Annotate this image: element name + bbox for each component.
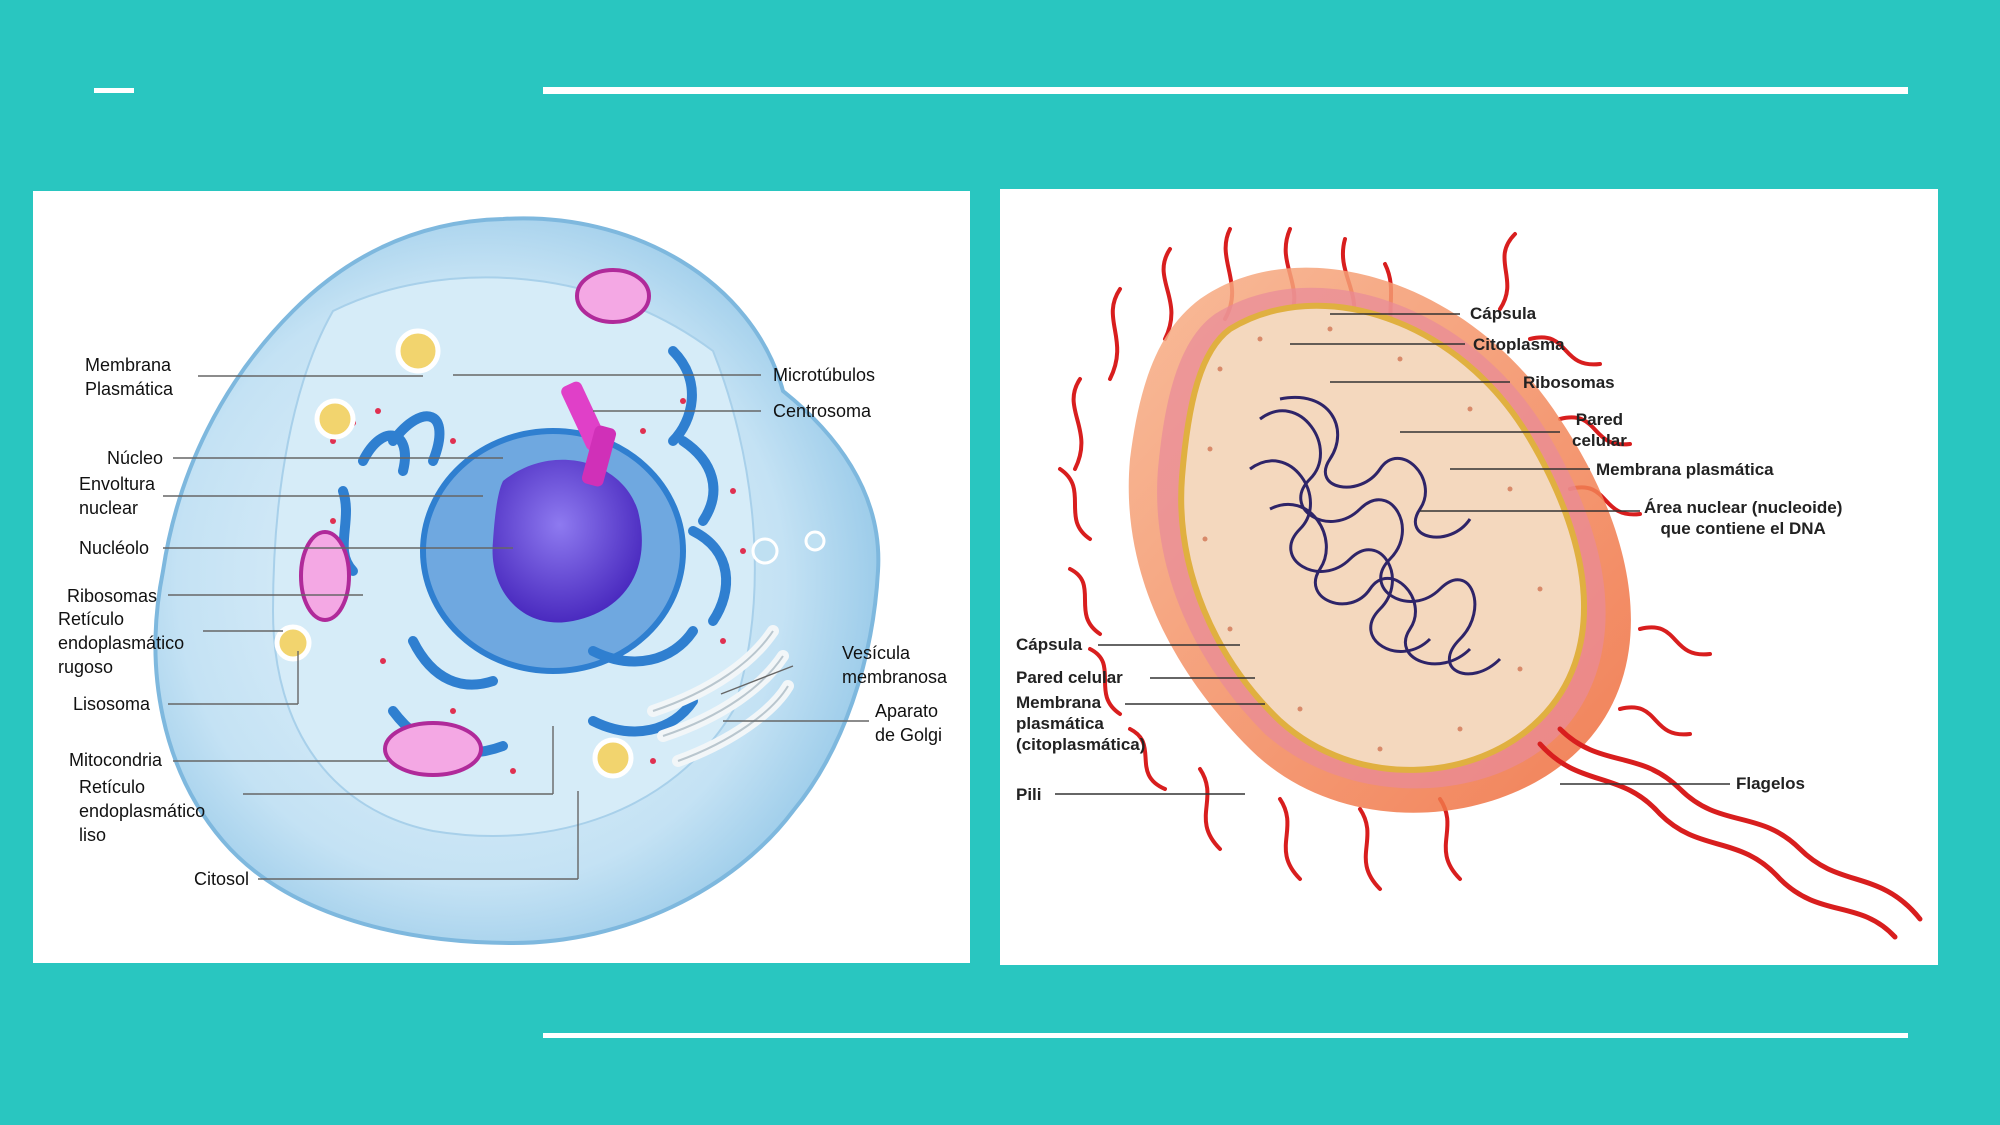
label-membrana-plasmatica: Membrana Plasmática bbox=[85, 355, 174, 399]
label-capsula-top: Cápsula bbox=[1470, 304, 1537, 323]
flagella bbox=[1537, 726, 1923, 940]
title-accent-dash bbox=[94, 88, 134, 93]
centrosome-second bbox=[581, 425, 617, 487]
label-membrana-plasmatica-bact: Membrana plasmática bbox=[1596, 460, 1774, 479]
mitochondrion-top bbox=[575, 268, 651, 324]
nucleoid-dna bbox=[1249, 396, 1502, 676]
label-flagelos: Flagelos bbox=[1736, 774, 1805, 793]
label-pared-celular-left: Pared celular bbox=[1016, 668, 1123, 687]
label-vesicula-membranosa: Vesícula membranosa bbox=[842, 643, 948, 687]
label-citosol: Citosol bbox=[194, 869, 250, 889]
lysosome-2 bbox=[314, 398, 356, 440]
eukaryotic-cell-illustration bbox=[153, 216, 881, 946]
label-nucleo: Núcleo bbox=[107, 448, 164, 468]
vesicle-2 bbox=[804, 530, 826, 552]
mitochondrion-bottom bbox=[383, 721, 483, 777]
lysosome-4 bbox=[592, 737, 634, 779]
leader-lines bbox=[163, 374, 869, 880]
top-divider-line bbox=[543, 87, 1908, 94]
label-reticulo-liso: Retículo endoplasmático liso bbox=[79, 777, 206, 845]
label-ribosomas: Ribosomas bbox=[67, 586, 158, 606]
label-microtubulos: Microtúbulos bbox=[773, 365, 876, 385]
nucleus bbox=[492, 459, 642, 623]
bottom-divider-line bbox=[543, 1033, 1908, 1038]
label-ribosomas-bact: Ribosomas bbox=[1523, 373, 1615, 392]
prokaryote-leader-lines bbox=[1055, 313, 1730, 795]
mitochondrion-left bbox=[299, 530, 351, 622]
label-reticulo-rugoso: Retículo endoplasmático rugoso bbox=[58, 609, 185, 677]
golgi-outline bbox=[652, 630, 789, 762]
label-envoltura-nuclear: Envoltura nuclear bbox=[79, 474, 156, 518]
lysosome-1 bbox=[395, 328, 441, 374]
plasma-membrane bbox=[1178, 302, 1588, 773]
label-lisosoma: Lisosoma bbox=[73, 694, 151, 714]
label-membrana-citoplasmatica: Membrana plasmática (citoplasmática) bbox=[1016, 693, 1146, 754]
label-capsula-left: Cápsula bbox=[1016, 635, 1083, 654]
label-centrosoma: Centrosoma bbox=[773, 401, 872, 421]
eukaryotic-cell-diagram: Membrana Plasmática Microtúbulos Centros… bbox=[33, 191, 970, 963]
label-citoplasma: Citoplasma bbox=[1473, 335, 1565, 354]
label-aparato-golgi: Aparato de Golgi bbox=[875, 701, 943, 745]
label-nucleolo: Nucléolo bbox=[79, 538, 150, 558]
label-pili: Pili bbox=[1016, 785, 1042, 804]
label-area-nuclear: Área nuclear (nucleoide) que contiene el… bbox=[1644, 498, 1843, 538]
bacterial-ribosomes bbox=[1202, 326, 1543, 752]
label-pared-celular-top: Pared celular bbox=[1572, 410, 1627, 450]
prokaryotic-cell-diagram: Cápsula Citoplasma Ribosomas Pared celul… bbox=[1000, 189, 1938, 965]
label-mitocondria: Mitocondria bbox=[69, 750, 163, 770]
lysosome-3 bbox=[274, 624, 312, 662]
prokaryotic-cell-illustration bbox=[1055, 227, 1923, 940]
vesicle-1 bbox=[751, 537, 779, 565]
